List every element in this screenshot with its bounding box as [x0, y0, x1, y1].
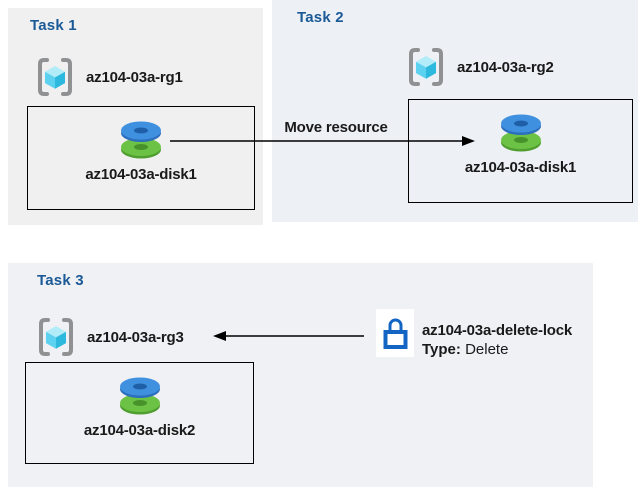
resource-group-icon	[38, 58, 72, 96]
task1-resource-group: az104-03a-rg1	[36, 57, 183, 97]
disk-name: az104-03a-disk2	[83, 422, 196, 439]
resource-group-icon	[409, 48, 443, 86]
lock-text-block: az104-03a-delete-lock Type: Delete	[422, 309, 572, 359]
lock-icon	[383, 318, 407, 349]
lock-icon-background	[376, 309, 414, 357]
resource-group-name: az104-03a-rg1	[86, 68, 183, 86]
disk-name: az104-03a-disk1	[85, 166, 197, 183]
lock-name: az104-03a-delete-lock	[422, 322, 573, 339]
resource-group-name: az104-03a-rg2	[457, 58, 554, 76]
task1-disk-box: az104-03a-disk1	[27, 106, 255, 210]
task3-resource-group: az104-03a-rg3	[37, 317, 184, 357]
disk-icon	[119, 377, 160, 415]
task2-disk-box: az104-03a-disk1	[408, 99, 633, 203]
task2-panel: Task 2 az104-03a-rg2 az104-03a-disk1	[272, 0, 638, 222]
resource-group-name: az104-03a-rg3	[87, 328, 184, 346]
delete-lock-annotation: az104-03a-delete-lock Type: Delete	[376, 309, 572, 359]
task3-panel: Task 3 az104-03a-rg3 az104-03a-disk2	[8, 263, 593, 487]
lock-type-line: Type: Delete	[422, 340, 572, 359]
lock-type-value: Delete	[465, 341, 509, 358]
disk-name: az104-03a-disk1	[464, 159, 577, 176]
resource-group-icon	[39, 318, 73, 356]
move-resource-label: Move resource	[284, 119, 388, 136]
task2-resource-group: az104-03a-rg2	[407, 47, 554, 87]
task3-disk-box: az104-03a-disk2	[25, 362, 254, 464]
lock-type-label: Type:	[422, 341, 461, 358]
task1-panel: Task 1 az104-03a-rg1 az104-03a-disk1	[8, 8, 263, 225]
task1-title: Task 1	[30, 17, 77, 34]
task3-title: Task 3	[37, 272, 84, 289]
task2-title: Task 2	[297, 9, 344, 26]
disk-icon	[500, 114, 541, 152]
disk-icon	[121, 121, 161, 159]
